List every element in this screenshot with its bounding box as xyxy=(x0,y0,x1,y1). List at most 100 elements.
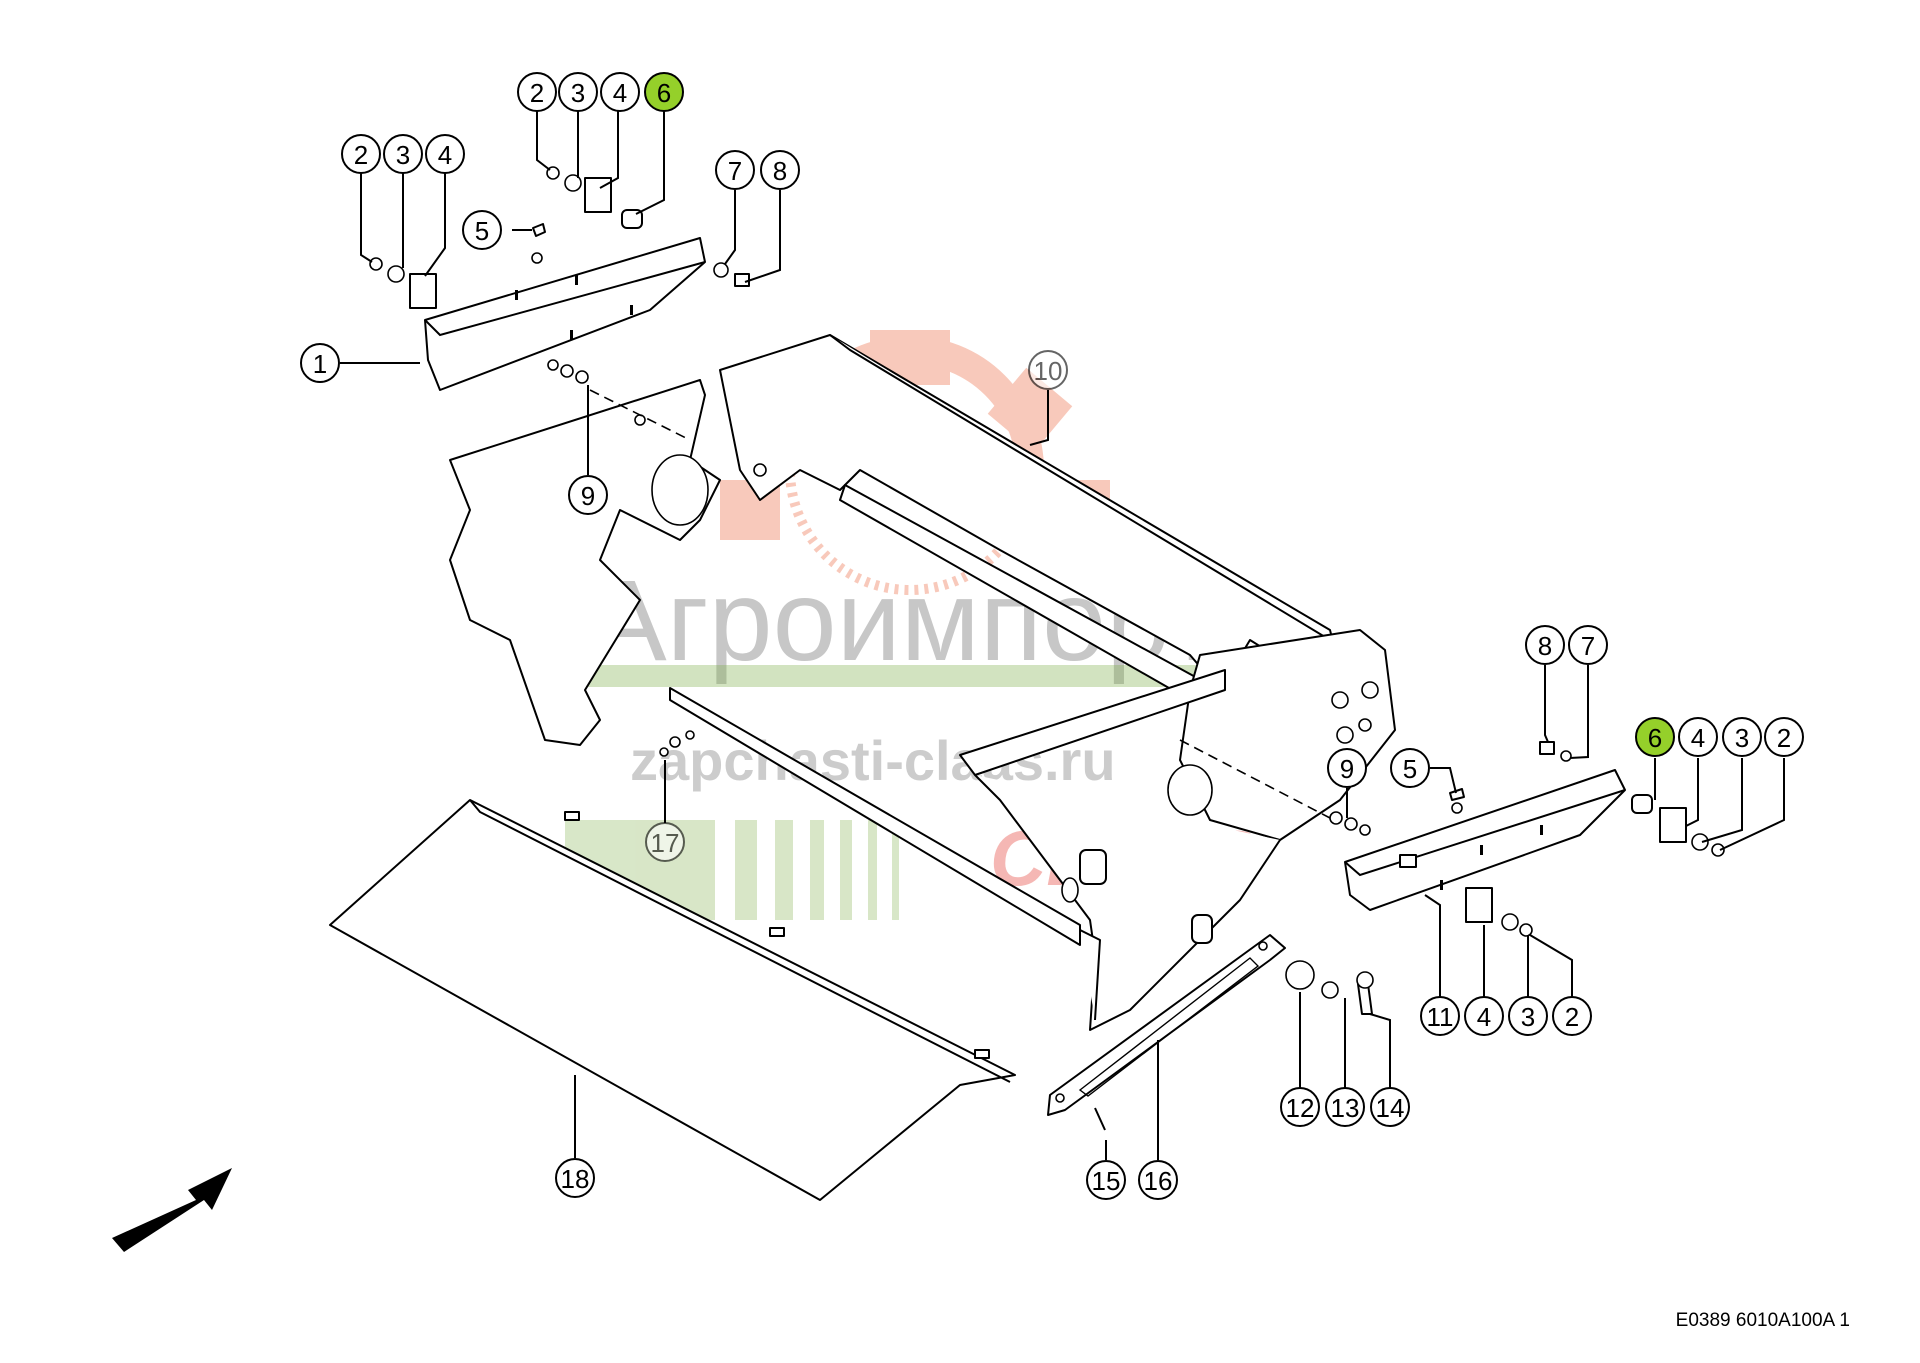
callout-circle xyxy=(1464,996,1504,1036)
callout-3: 3 xyxy=(1722,717,1762,757)
callout-circle xyxy=(1722,717,1762,757)
callout-circle xyxy=(1028,350,1068,390)
callout-number: 8 xyxy=(1538,631,1552,661)
callout-7: 7 xyxy=(715,150,755,190)
callout-circle xyxy=(1635,717,1675,757)
callout-circle xyxy=(1420,996,1460,1036)
callout-circle xyxy=(568,475,608,515)
callout-number: 9 xyxy=(1340,754,1354,784)
callout-circle xyxy=(555,1158,595,1198)
callout-4: 4 xyxy=(1678,717,1718,757)
callout-2: 2 xyxy=(1552,996,1592,1036)
callout-circle xyxy=(1678,717,1718,757)
callout-circle xyxy=(1508,996,1548,1036)
callout-number: 3 xyxy=(1521,1002,1535,1032)
callout-circle xyxy=(1764,717,1804,757)
callout-number: 8 xyxy=(773,156,787,186)
direction-arrow-icon xyxy=(112,1168,232,1252)
callout-circle xyxy=(1086,1160,1126,1200)
callout-number: 1 xyxy=(313,349,327,379)
callout-6: 6 xyxy=(644,72,684,112)
leader-lines xyxy=(340,110,1785,1160)
callout-number: 6 xyxy=(657,78,671,108)
callout-1: 1 xyxy=(300,343,340,383)
callout-circle xyxy=(1325,1087,1365,1127)
callout-circle xyxy=(1327,748,1367,788)
part-6-lower-highlight xyxy=(1631,794,1653,814)
callout-5: 5 xyxy=(462,210,502,250)
callout-number: 4 xyxy=(1691,723,1705,753)
callout-number: 7 xyxy=(1581,631,1595,661)
callout-number: 3 xyxy=(1735,723,1749,753)
callout-circle xyxy=(558,72,598,112)
callout-9: 9 xyxy=(1327,748,1367,788)
callout-number: 11 xyxy=(1427,1002,1454,1032)
callout-circle xyxy=(1370,1087,1410,1127)
callout-number: 17 xyxy=(651,828,680,858)
callout-number: 2 xyxy=(530,78,544,108)
watermark-green-bar xyxy=(560,665,1200,687)
callout-11: 11 xyxy=(1420,996,1460,1036)
callout-2: 2 xyxy=(341,134,381,174)
callout-13: 13 xyxy=(1325,1087,1365,1127)
callout-circle xyxy=(1138,1160,1178,1200)
callout-2: 2 xyxy=(517,72,557,112)
callout-16: 16 xyxy=(1138,1160,1178,1200)
part-18-cover xyxy=(329,799,1016,1201)
callout-18: 18 xyxy=(555,1158,595,1198)
part-11-bracket xyxy=(1344,769,1626,911)
callout-3: 3 xyxy=(558,72,598,112)
callout-3: 3 xyxy=(383,134,423,174)
callout-circle xyxy=(462,210,502,250)
part-10-frame xyxy=(449,334,1396,1031)
callout-17: 17 xyxy=(645,822,685,862)
callout-number: 4 xyxy=(1477,1002,1491,1032)
callout-number: 2 xyxy=(1565,1002,1579,1032)
callout-12: 12 xyxy=(1280,1087,1320,1127)
callout-4: 4 xyxy=(425,134,465,174)
callout-circle xyxy=(760,150,800,190)
callout-number: 3 xyxy=(571,78,585,108)
callout-10: 10 xyxy=(1028,350,1068,390)
callout-circle xyxy=(1552,996,1592,1036)
callout-3: 3 xyxy=(1508,996,1548,1036)
callout-2: 2 xyxy=(1764,717,1804,757)
callout-circle xyxy=(1568,625,1608,665)
callout-number: 7 xyxy=(728,156,742,186)
callout-number: 12 xyxy=(1286,1093,1315,1123)
callout-number: 4 xyxy=(438,140,452,170)
callout-number: 2 xyxy=(354,140,368,170)
callout-number: 5 xyxy=(1403,754,1417,784)
callout-circle xyxy=(300,343,340,383)
callout-7: 7 xyxy=(1568,625,1608,665)
callout-circle xyxy=(1280,1087,1320,1127)
hardware xyxy=(369,166,1725,1131)
part-1-bracket xyxy=(424,237,706,391)
callout-number: 2 xyxy=(1777,723,1791,753)
callout-circle xyxy=(341,134,381,174)
part-16-link xyxy=(1047,914,1286,1116)
callout-number: 14 xyxy=(1376,1093,1405,1123)
callout-circle xyxy=(645,822,685,862)
callout-15: 15 xyxy=(1086,1160,1126,1200)
drawing-code: E0389 6010A100A 1 xyxy=(1675,1310,1850,1331)
callout-circle xyxy=(1525,625,1565,665)
callout-4: 4 xyxy=(600,72,640,112)
callout-number: 3 xyxy=(396,140,410,170)
callout-number: 16 xyxy=(1144,1166,1173,1196)
callout-circle xyxy=(383,134,423,174)
callout-14: 14 xyxy=(1370,1087,1410,1127)
callout-circle xyxy=(517,72,557,112)
callout-number: 10 xyxy=(1034,356,1063,386)
callout-number: 9 xyxy=(581,481,595,511)
callout-8: 8 xyxy=(760,150,800,190)
callout-number: 5 xyxy=(475,216,489,246)
callout-circle xyxy=(600,72,640,112)
callout-number: 4 xyxy=(613,78,627,108)
callout-6: 6 xyxy=(1635,717,1675,757)
callout-circle xyxy=(715,150,755,190)
callout-number: 18 xyxy=(561,1164,590,1194)
